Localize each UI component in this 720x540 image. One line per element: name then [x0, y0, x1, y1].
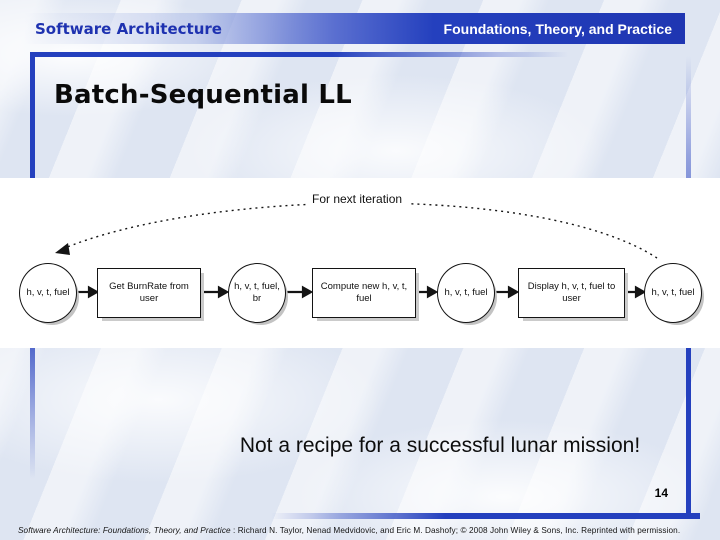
book-subtitle: Foundations, Theory, and Practice	[443, 21, 672, 37]
frame-border-top	[30, 52, 686, 57]
process-node-display: Display h, v, t, fuel to user	[518, 268, 625, 318]
data-node-hvtfuel-1: h, v, t, fuel	[19, 263, 77, 323]
slide-title: Batch-Sequential LL	[54, 80, 352, 110]
loop-label: For next iteration	[306, 190, 409, 208]
footer-citation-authors: : Richard N. Taylor, Nenad Medvidovic, a…	[233, 526, 681, 535]
loop-arrow	[55, 202, 658, 259]
data-node-hvtfuel-3: h, v, t, fuel	[644, 263, 702, 323]
process-node-get-burnrate: Get BurnRate from user	[97, 268, 201, 318]
slide-note: Not a recipe for a successful lunar miss…	[239, 434, 641, 457]
course-title: Software Architecture	[35, 20, 222, 38]
frame-border-bottom	[30, 513, 700, 519]
data-node-hvtfuelbr: h, v, t, fuel, br	[228, 263, 286, 323]
page-number: 14	[654, 486, 668, 500]
loop-arrowhead-icon	[55, 243, 70, 255]
footer-citation: Software Architecture: Foundations, Theo…	[18, 526, 713, 535]
data-node-hvtfuel-2: h, v, t, fuel	[437, 263, 495, 323]
header-band	[24, 13, 685, 44]
footer-citation-title: Software Architecture: Foundations, Theo…	[18, 526, 231, 535]
process-node-compute: Compute new h, v, t, fuel	[312, 268, 416, 318]
diagram-band: For next iteration h, v, t, fuel Get Bur…	[0, 178, 720, 348]
